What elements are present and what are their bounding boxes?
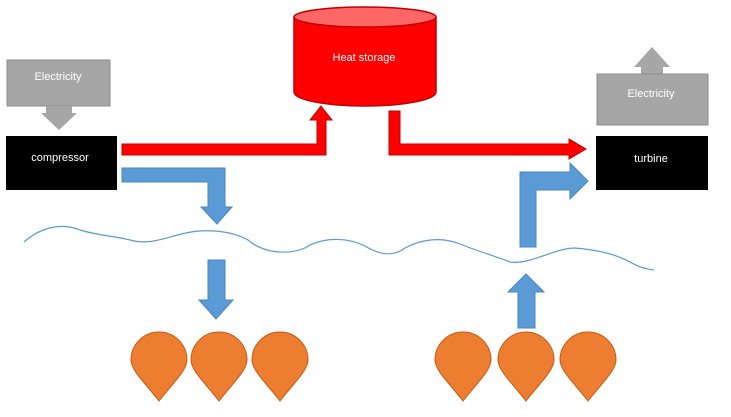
left-air-balloons xyxy=(130,331,309,402)
electricity-output-label: Electricity xyxy=(627,88,675,100)
right-air-balloons xyxy=(434,331,617,402)
heat-storage: Heat storage xyxy=(293,6,437,107)
compressor-box xyxy=(6,136,117,190)
air-flow-arrow-up xyxy=(519,161,589,248)
electricity-input-box xyxy=(6,59,111,107)
electricity-output: Electricity xyxy=(596,47,709,126)
cylinder-icon xyxy=(293,6,437,107)
balloon-icon xyxy=(190,331,248,402)
heat-storage-label: Heat storage xyxy=(333,52,396,64)
electricity-input: Electricity xyxy=(6,59,111,130)
electricity-input-label: Electricity xyxy=(34,71,82,83)
balloon-icon xyxy=(130,331,188,402)
arrow-up-icon xyxy=(634,47,670,74)
heat-flow-arrow-in xyxy=(121,105,334,156)
turbine-box xyxy=(596,136,708,190)
compressor-label: compressor xyxy=(31,152,89,164)
balloon-icon xyxy=(251,331,309,402)
air-arrow-down-icon xyxy=(197,259,235,320)
air-arrow-up-icon xyxy=(506,273,546,329)
electricity-output-box xyxy=(596,73,709,126)
turbine: turbine xyxy=(596,136,708,190)
balloon-icon xyxy=(559,331,617,402)
balloon-icon xyxy=(497,331,555,402)
water-surface xyxy=(23,225,655,271)
air-flow-arrow-down xyxy=(121,167,234,225)
arrow-down-icon xyxy=(41,106,77,130)
heat-flow-arrow-out xyxy=(388,110,587,160)
compressor: compressor xyxy=(6,136,117,190)
turbine-label: turbine xyxy=(634,153,668,165)
balloon-icon xyxy=(434,331,492,402)
